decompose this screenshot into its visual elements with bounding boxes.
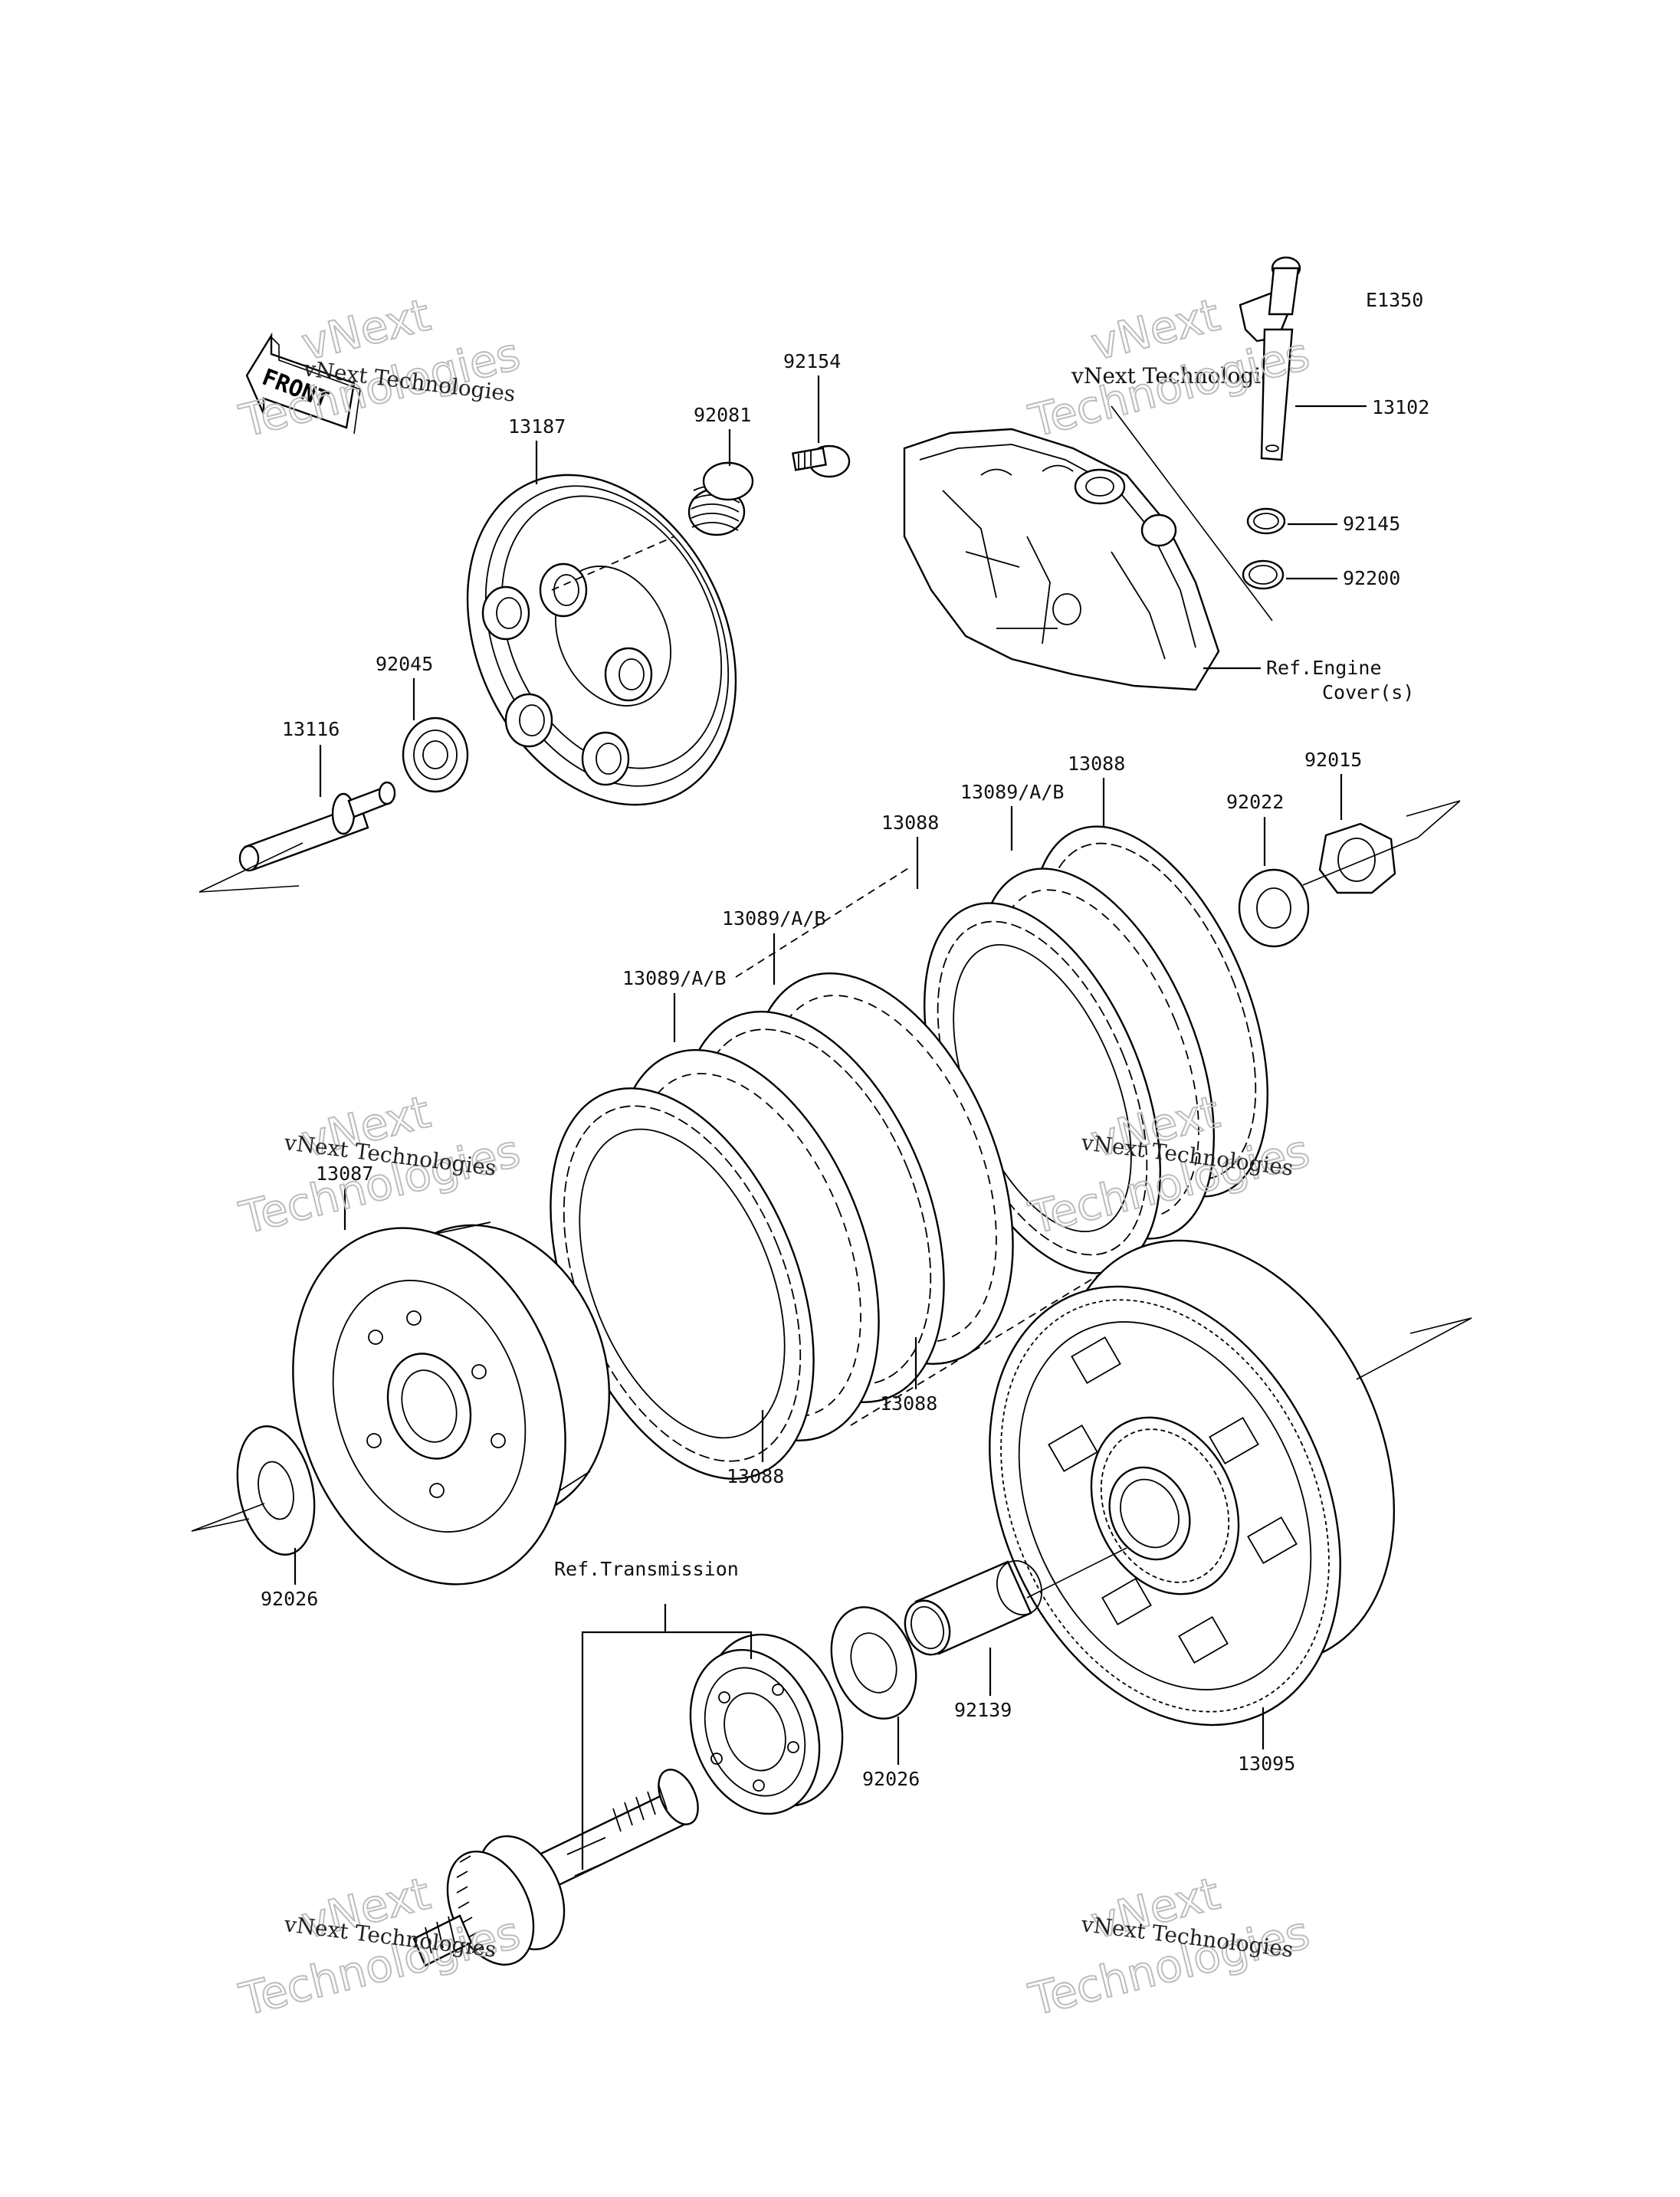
washer-92026-mid [830,1606,917,1720]
clutch-hub-13087 [292,1221,611,1585]
sleeve-92139 [904,1559,1042,1656]
label-92022: 92022 [1226,791,1284,813]
label-ref-engine-covers: Cover(s) [1322,681,1414,703]
label-13087: 13087 [316,1162,373,1185]
transmission-shaft-ref [412,1769,699,1967]
watermark-bottom-right: vNext Technologies vNext Technologies [1023,1867,1315,2027]
washer-92026-left [191,1425,316,1556]
label-13088-bottom2: 13088 [727,1465,784,1487]
label-92081: 92081 [694,404,751,426]
label-92200: 92200 [1343,567,1400,589]
label-13095: 13095 [1238,1753,1295,1775]
nut-92015 [1302,800,1461,894]
label-13088-mid: 13088 [881,812,939,834]
spring-92081 [687,461,754,536]
label-92154: 92154 [783,350,841,372]
washer-92022 [1238,868,1310,948]
pushrod-13116 [199,781,396,893]
label-92015: 92015 [1304,749,1362,771]
label-13102: 13102 [1372,396,1429,418]
label-13089-low: 13089/A/B [622,967,726,989]
label-13116: 13116 [282,718,340,740]
bearing-92045 [402,716,469,793]
label-92139: 92139 [954,1699,1012,1721]
engine-cover-ref [903,428,1220,691]
label-13088-bottom1: 13088 [880,1392,937,1415]
label-ref-transmission: Ref.Transmission [554,1558,739,1580]
label-92145: 92145 [1343,513,1400,535]
circlip-92145 [1246,507,1286,535]
washer-92200 [1242,559,1285,590]
diagram-code: E1350 [1366,289,1423,311]
label-13187: 13187 [508,415,566,438]
bolt-92154 [792,444,851,478]
label-92026-mid: 92026 [862,1768,920,1790]
label-92026-left: 92026 [261,1588,318,1610]
clutch-plate-stack-left [550,865,1104,1480]
label-13089-mid: 13089/A/B [722,907,825,930]
label-ref-engine-top: vNext Technologies [1071,363,1285,389]
label-13088-top: 13088 [1068,753,1125,775]
clutch-housing-13095 [989,1239,1472,1726]
bearing-ref-transmission [689,1633,844,1815]
label-92045: 92045 [376,653,433,675]
release-shaft-13102 [1239,256,1301,461]
watermark-mid-left: vNext Technologies vNext Technologies [234,1085,526,1245]
pressure-plate-13187 [466,474,737,806]
label-ref-engine: Ref.Engine [1266,657,1382,679]
label-13089-top: 13089/A/B [960,781,1064,803]
